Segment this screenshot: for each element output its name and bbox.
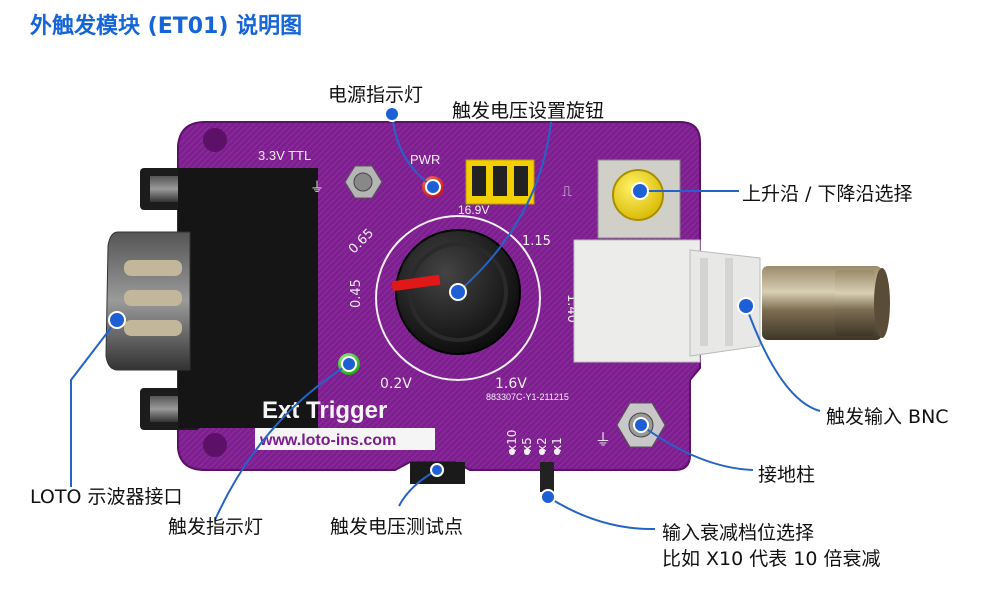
db9-connector [105, 168, 318, 430]
callout-power-led: 电源指示灯 [328, 84, 424, 106]
atten-mark-x1: x1 [550, 437, 564, 452]
callout-ground: 接地柱 [758, 464, 816, 486]
callout-bnc: 触发输入 BNC [826, 406, 949, 428]
callout-trigger-led: 触发指示灯 [168, 516, 264, 538]
callout-knob: 触发电压设置旋钮 [452, 100, 605, 122]
attenuation-selector[interactable]: x10 x5 x2 x1 [505, 430, 564, 492]
callout-test-point: 触发电压测试点 [330, 516, 464, 538]
pcb-silkscreen: 3.3V TTL PWR 16.9V Ext Trigger www.loto-… [255, 148, 569, 450]
knob-mark-02: 0.2V [380, 376, 412, 392]
ground-symbol-left-icon: ⏚ [310, 180, 324, 196]
knob-pointer-icon [391, 274, 441, 292]
knob-mark-115: 1.15 [522, 234, 551, 249]
page-title: 外触发模块 (ET01) 说明图 [30, 14, 303, 39]
header-pins [465, 159, 535, 205]
callout-dots [108, 106, 755, 505]
atten-mark-x10: x10 [505, 430, 519, 452]
atten-mark-x2: x2 [535, 437, 549, 452]
atten-mark-x5: x5 [520, 437, 534, 452]
callout-edge-switch: 上升沿 / 下降沿选择 [742, 183, 913, 205]
callout-attenuation-line1: 输入衰减档位选择 [662, 522, 815, 544]
pwr-text: PWR [410, 152, 440, 167]
callout-connector: LOTO 示波器接口 [30, 486, 183, 508]
serial-text: 883307C-Y1-211215 [486, 392, 569, 402]
knob-mark-045: 0.45 [349, 279, 364, 308]
bnc-connector [573, 239, 890, 363]
rising-edge-icon: ⎍ [562, 184, 572, 200]
knob-mark-16: 1.6V [495, 376, 527, 392]
board-url: www.loto-ins.com [259, 432, 396, 449]
voltage-top-text: 16.9V [458, 203, 489, 217]
ttl-text: 3.3V TTL [258, 148, 311, 163]
ground-post-left: ⏚ [310, 165, 383, 199]
ground-symbol-right-icon: ⏚ [595, 430, 611, 449]
callout-attenuation-line2: 比如 X10 代表 10 倍衰减 [662, 548, 881, 570]
board-name: Ext Trigger [262, 397, 387, 424]
